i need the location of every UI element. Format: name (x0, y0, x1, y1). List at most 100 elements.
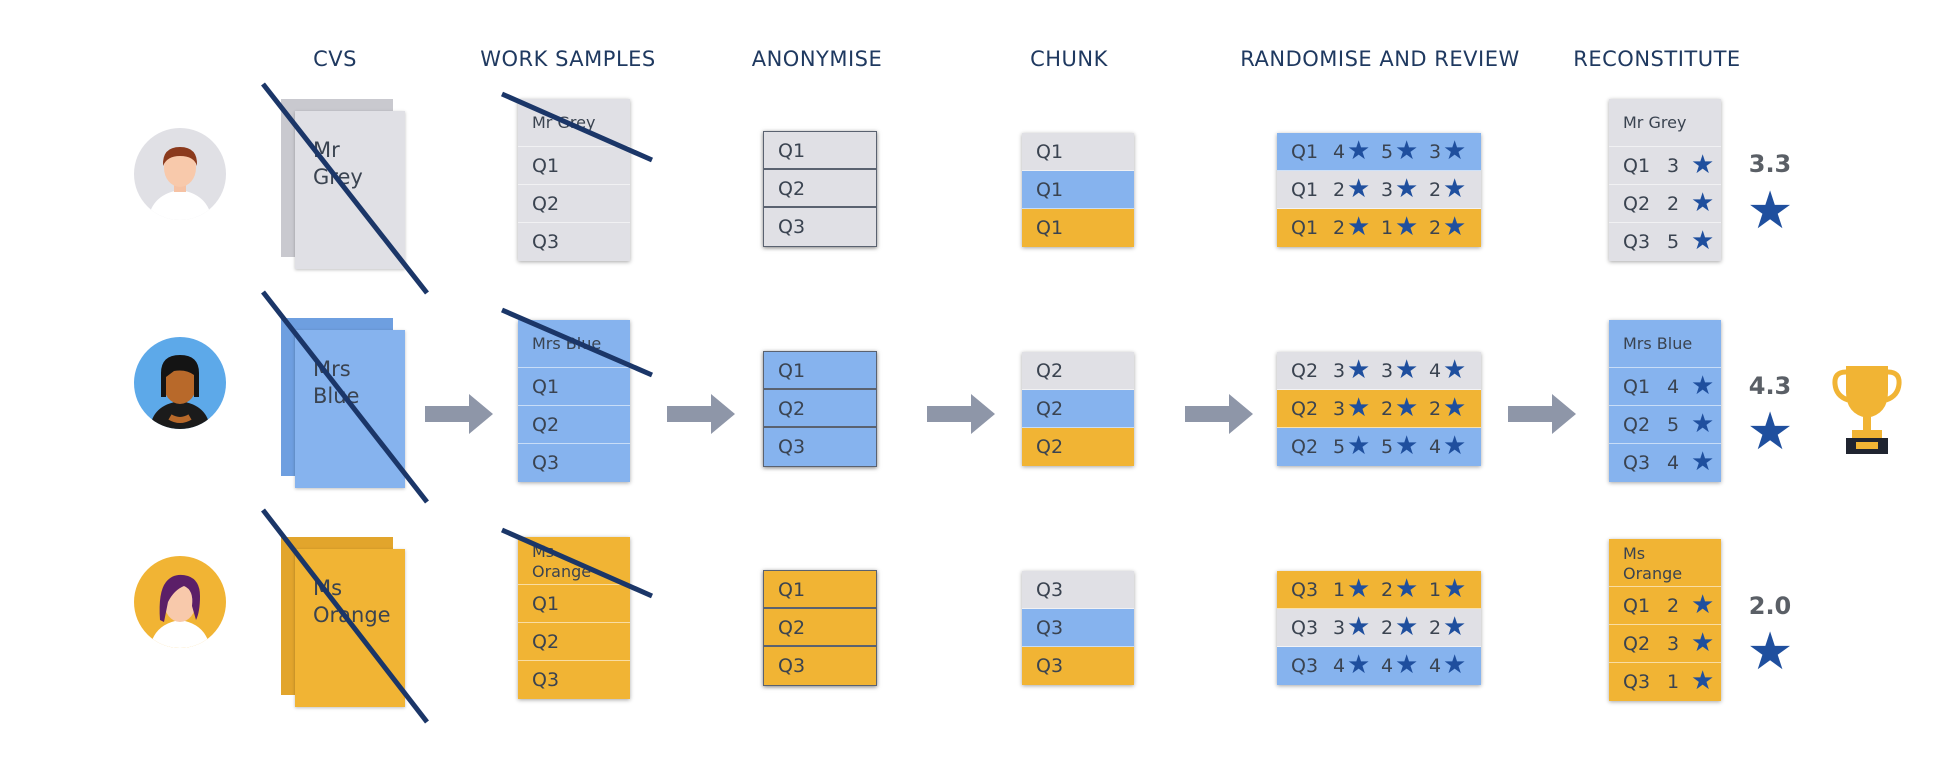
review-question: Q3 (1291, 579, 1319, 601)
anon-row: Q3 (778, 216, 806, 238)
work-sample-mrs-blue: Mrs Blue Q1 Q2 Q3 (518, 320, 630, 482)
anon-blue: Q1 Q2 Q3 (763, 351, 877, 467)
anon-row: Q1 (764, 352, 876, 390)
star-icon: ★ (1347, 574, 1371, 604)
star-icon: ★ (1443, 355, 1467, 385)
star-icon: ★ (1347, 136, 1371, 166)
review-row: Q3 1★ 2★ 1★ (1277, 571, 1481, 609)
cv-name: Mrs Blue (313, 357, 360, 408)
trophy-icon (1832, 366, 1902, 454)
review-question: Q1 (1291, 217, 1319, 239)
review-score: 3 (1333, 617, 1346, 639)
star-icon: ★ (1691, 150, 1715, 180)
star-icon: ★ (1347, 431, 1371, 461)
header-randomise-review: RANDOMISE AND REVIEW (1240, 47, 1520, 71)
review-score: 4 (1429, 360, 1442, 382)
average-score-ms-orange: 2.0 (1748, 592, 1792, 620)
review-score: 4 (1381, 655, 1394, 677)
chunk-row: Q3 (1022, 571, 1134, 609)
review-score: 2 (1429, 398, 1442, 420)
star-icon: ★ (1691, 371, 1715, 401)
recon-row: Q3 5 ★ (1609, 223, 1721, 261)
star-icon: ★ (1691, 226, 1715, 256)
review-score: 2 (1333, 179, 1346, 201)
star-icon: ★ (1443, 612, 1467, 642)
recon-score: 5 (1667, 231, 1680, 253)
recon-question: Q3 (1623, 231, 1651, 253)
star-icon: ★ (1691, 666, 1715, 696)
anon-row: Q2 (764, 170, 876, 208)
anon-grey: Q1 Q2 Q3 (763, 131, 877, 247)
recon-question: Q1 (1623, 155, 1651, 177)
right-arrow-icon (1185, 394, 1253, 434)
right-arrow-icon (667, 394, 735, 434)
star-icon: ★ (1347, 393, 1371, 423)
recon-score: 1 (1667, 671, 1680, 693)
work-sample-row: Q2 (518, 185, 630, 223)
recon-question: Q1 (1623, 376, 1651, 398)
star-icon: ★ (1443, 574, 1467, 604)
recon-name: Mrs Blue (1609, 320, 1721, 368)
recon-row: Q1 3 ★ (1609, 147, 1721, 185)
anon-row: Q3 (778, 436, 806, 458)
star-icon: ★ (1347, 612, 1371, 642)
avatar-mrs-blue (134, 337, 226, 429)
chunk-row: Q2 (1022, 428, 1134, 466)
star-icon: ★ (1691, 628, 1715, 658)
recon-question: Q1 (1623, 595, 1651, 617)
review-score: 2 (1429, 179, 1442, 201)
anon-row: Q1 (764, 132, 876, 170)
star-icon: ★ (1395, 355, 1419, 385)
review-score: 1 (1333, 579, 1346, 601)
recon-question: Q3 (1623, 452, 1651, 474)
star-icon: ★ (1395, 650, 1419, 680)
anon-row: Q3 (778, 655, 806, 677)
star-icon: ★ (1347, 650, 1371, 680)
review-row: Q3 3★ 2★ 2★ (1277, 609, 1481, 647)
star-icon: ★ (1691, 188, 1715, 218)
star-icon: ★ (1691, 409, 1715, 439)
average-score-mrs-blue: 4.3 (1748, 372, 1792, 400)
review-score: 2 (1381, 617, 1394, 639)
review-score: 2 (1333, 217, 1346, 239)
work-sample-row: Q1 (518, 368, 630, 406)
work-sample-mr-grey: Mr Grey Q1 Q2 Q3 (518, 99, 630, 261)
recon-question: Q2 (1623, 633, 1651, 655)
chunk-row: Q1 (1022, 209, 1134, 247)
review-score: 3 (1429, 141, 1442, 163)
chunk-row: Q2 (1022, 390, 1134, 428)
work-sample-row: Q3 (532, 452, 560, 474)
star-icon: ★ (1746, 181, 1794, 241)
star-icon: ★ (1443, 136, 1467, 166)
average-score-mr-grey: 3.3 (1748, 150, 1792, 178)
review-score: 2 (1381, 398, 1394, 420)
avatar-ms-orange (134, 556, 226, 648)
star-icon: ★ (1443, 431, 1467, 461)
work-sample-row: Q2 (518, 406, 630, 444)
recon-score: 3 (1667, 155, 1680, 177)
chunk-q1: Q1 Q1 Q1 (1022, 133, 1134, 247)
review-score: 4 (1429, 655, 1442, 677)
work-sample-ms-orange: Ms Orange Q1 Q2 Q3 (518, 537, 630, 699)
chunk-q2: Q2 Q2 Q2 (1022, 352, 1134, 466)
work-sample-row: Q3 (532, 669, 560, 691)
review-row: Q2 3★ 3★ 4★ (1277, 352, 1481, 390)
recon-question: Q2 (1623, 414, 1651, 436)
recon-score: 4 (1667, 452, 1680, 474)
cv-mr-grey: Mr Grey (281, 99, 405, 269)
review-score: 2 (1429, 217, 1442, 239)
recon-score: 2 (1667, 595, 1680, 617)
work-sample-row: Q1 (518, 585, 630, 623)
header-chunk: CHUNK (1030, 47, 1108, 71)
recon-name: Mr Grey (1609, 99, 1721, 147)
review-question: Q3 (1291, 655, 1319, 677)
chunk-row: Q1 (1022, 171, 1134, 209)
recon-question: Q2 (1623, 193, 1651, 215)
work-sample-row: Q3 (532, 231, 560, 253)
review-score: 4 (1429, 436, 1442, 458)
